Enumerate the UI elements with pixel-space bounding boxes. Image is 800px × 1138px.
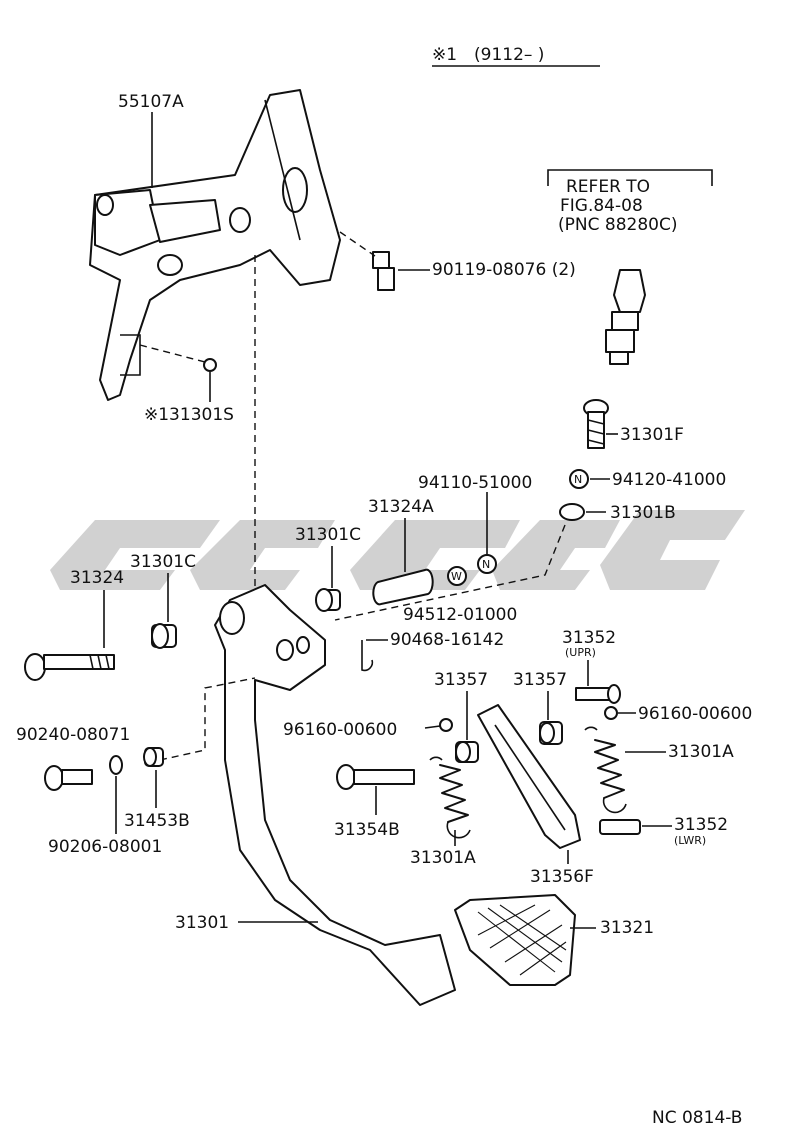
refer-line1: REFER TO <box>566 177 650 197</box>
bushing-31301C-lower <box>151 623 177 649</box>
label-31301F: 31301F <box>620 425 684 445</box>
footer-code: NC 0814-B <box>652 1108 742 1128</box>
bushing-31301S <box>139 344 217 372</box>
label-94110: 94110-51000 <box>418 473 532 493</box>
pedal-bracket <box>89 89 341 401</box>
label-90240: 90240-08071 <box>16 725 130 745</box>
refer-line3: (PNC 88280C) <box>558 215 677 235</box>
label-96160-right: 96160-00600 <box>638 704 752 724</box>
label-90119: 90119-08076 (2) <box>432 260 576 280</box>
bushing-31357-left <box>455 741 479 763</box>
label-90206: 90206-08001 <box>48 837 162 857</box>
label-31301C-lower: 31301C <box>130 552 196 572</box>
collar-31324A <box>372 568 434 606</box>
label-55107A: 55107A <box>118 92 184 112</box>
pin-31354B <box>336 764 415 790</box>
label-31357-left: 31357 <box>434 670 488 690</box>
variant-header: ※1 (9112– ) <box>432 45 600 67</box>
spring-31301A-right <box>584 726 627 814</box>
spring-31301A-left <box>429 756 471 839</box>
variant-range: (9112– ) <box>474 45 544 65</box>
label-31453B: 31453B <box>124 811 190 831</box>
washer-94512-mark: W <box>451 570 462 583</box>
label-31324: 31324 <box>70 568 124 588</box>
bolt-31324 <box>24 653 115 681</box>
refer-box: REFER TO FIG.84-08 (PNC 88280C) <box>547 169 713 235</box>
clip-96160-right <box>604 706 618 720</box>
label-96160-left: 96160-00600 <box>283 720 397 740</box>
nut-94110-mark: N <box>482 558 490 571</box>
label-31356F: 31356F <box>530 867 594 887</box>
label-90468: 90468-16142 <box>390 630 504 650</box>
stopper-31301F <box>583 399 609 449</box>
bushing-31301C-upper <box>315 588 341 612</box>
label-31301B: 31301B <box>610 503 676 523</box>
cushion-31301B <box>559 503 585 521</box>
bushing-31357-right <box>539 721 563 745</box>
clip-96160-left <box>439 718 453 732</box>
nut-94110: N <box>477 554 497 574</box>
label-31357-right: 31357 <box>513 670 567 690</box>
brake-pedal-arm <box>214 584 456 1006</box>
nut-94120-mark: N <box>574 473 582 486</box>
washer-94512: W <box>447 566 467 586</box>
label-94512: 94512-01000 <box>403 605 517 625</box>
link-31356F <box>477 704 581 849</box>
label-31301: 31301 <box>175 913 229 933</box>
label-upr: (UPR) <box>565 646 596 659</box>
label-31301A-left: 31301A <box>410 848 476 868</box>
label-31354B: 31354B <box>334 820 400 840</box>
label-31324A: 31324A <box>368 497 434 517</box>
stop-lamp-switch <box>605 269 646 365</box>
pin-90240 <box>44 765 93 791</box>
washer-90206 <box>109 755 123 775</box>
bolt-90119 <box>339 231 395 291</box>
refer-line2: FIG.84-08 <box>560 196 643 216</box>
label-31301A-right: 31301A <box>668 742 734 762</box>
pin-31352-upper <box>575 684 621 704</box>
watermark-logo <box>50 510 745 590</box>
label-94120: 94120-41000 <box>612 470 726 490</box>
clip-90468 <box>361 640 374 672</box>
label-31301C-upper: 31301C <box>295 525 361 545</box>
label-31321: 31321 <box>600 918 654 938</box>
label-lwr: (LWR) <box>674 834 706 847</box>
label-31352-lower: 31352 <box>674 815 728 835</box>
pin-31352-lower <box>599 819 641 835</box>
variant-mark: ※1 <box>432 45 457 65</box>
pedal-pad-31321 <box>454 894 576 986</box>
nut-94120: N <box>569 469 589 489</box>
label-31301S: ※131301S <box>144 405 234 425</box>
label-31352-upper: 31352 <box>562 628 616 648</box>
bushing-31453B <box>143 747 164 767</box>
